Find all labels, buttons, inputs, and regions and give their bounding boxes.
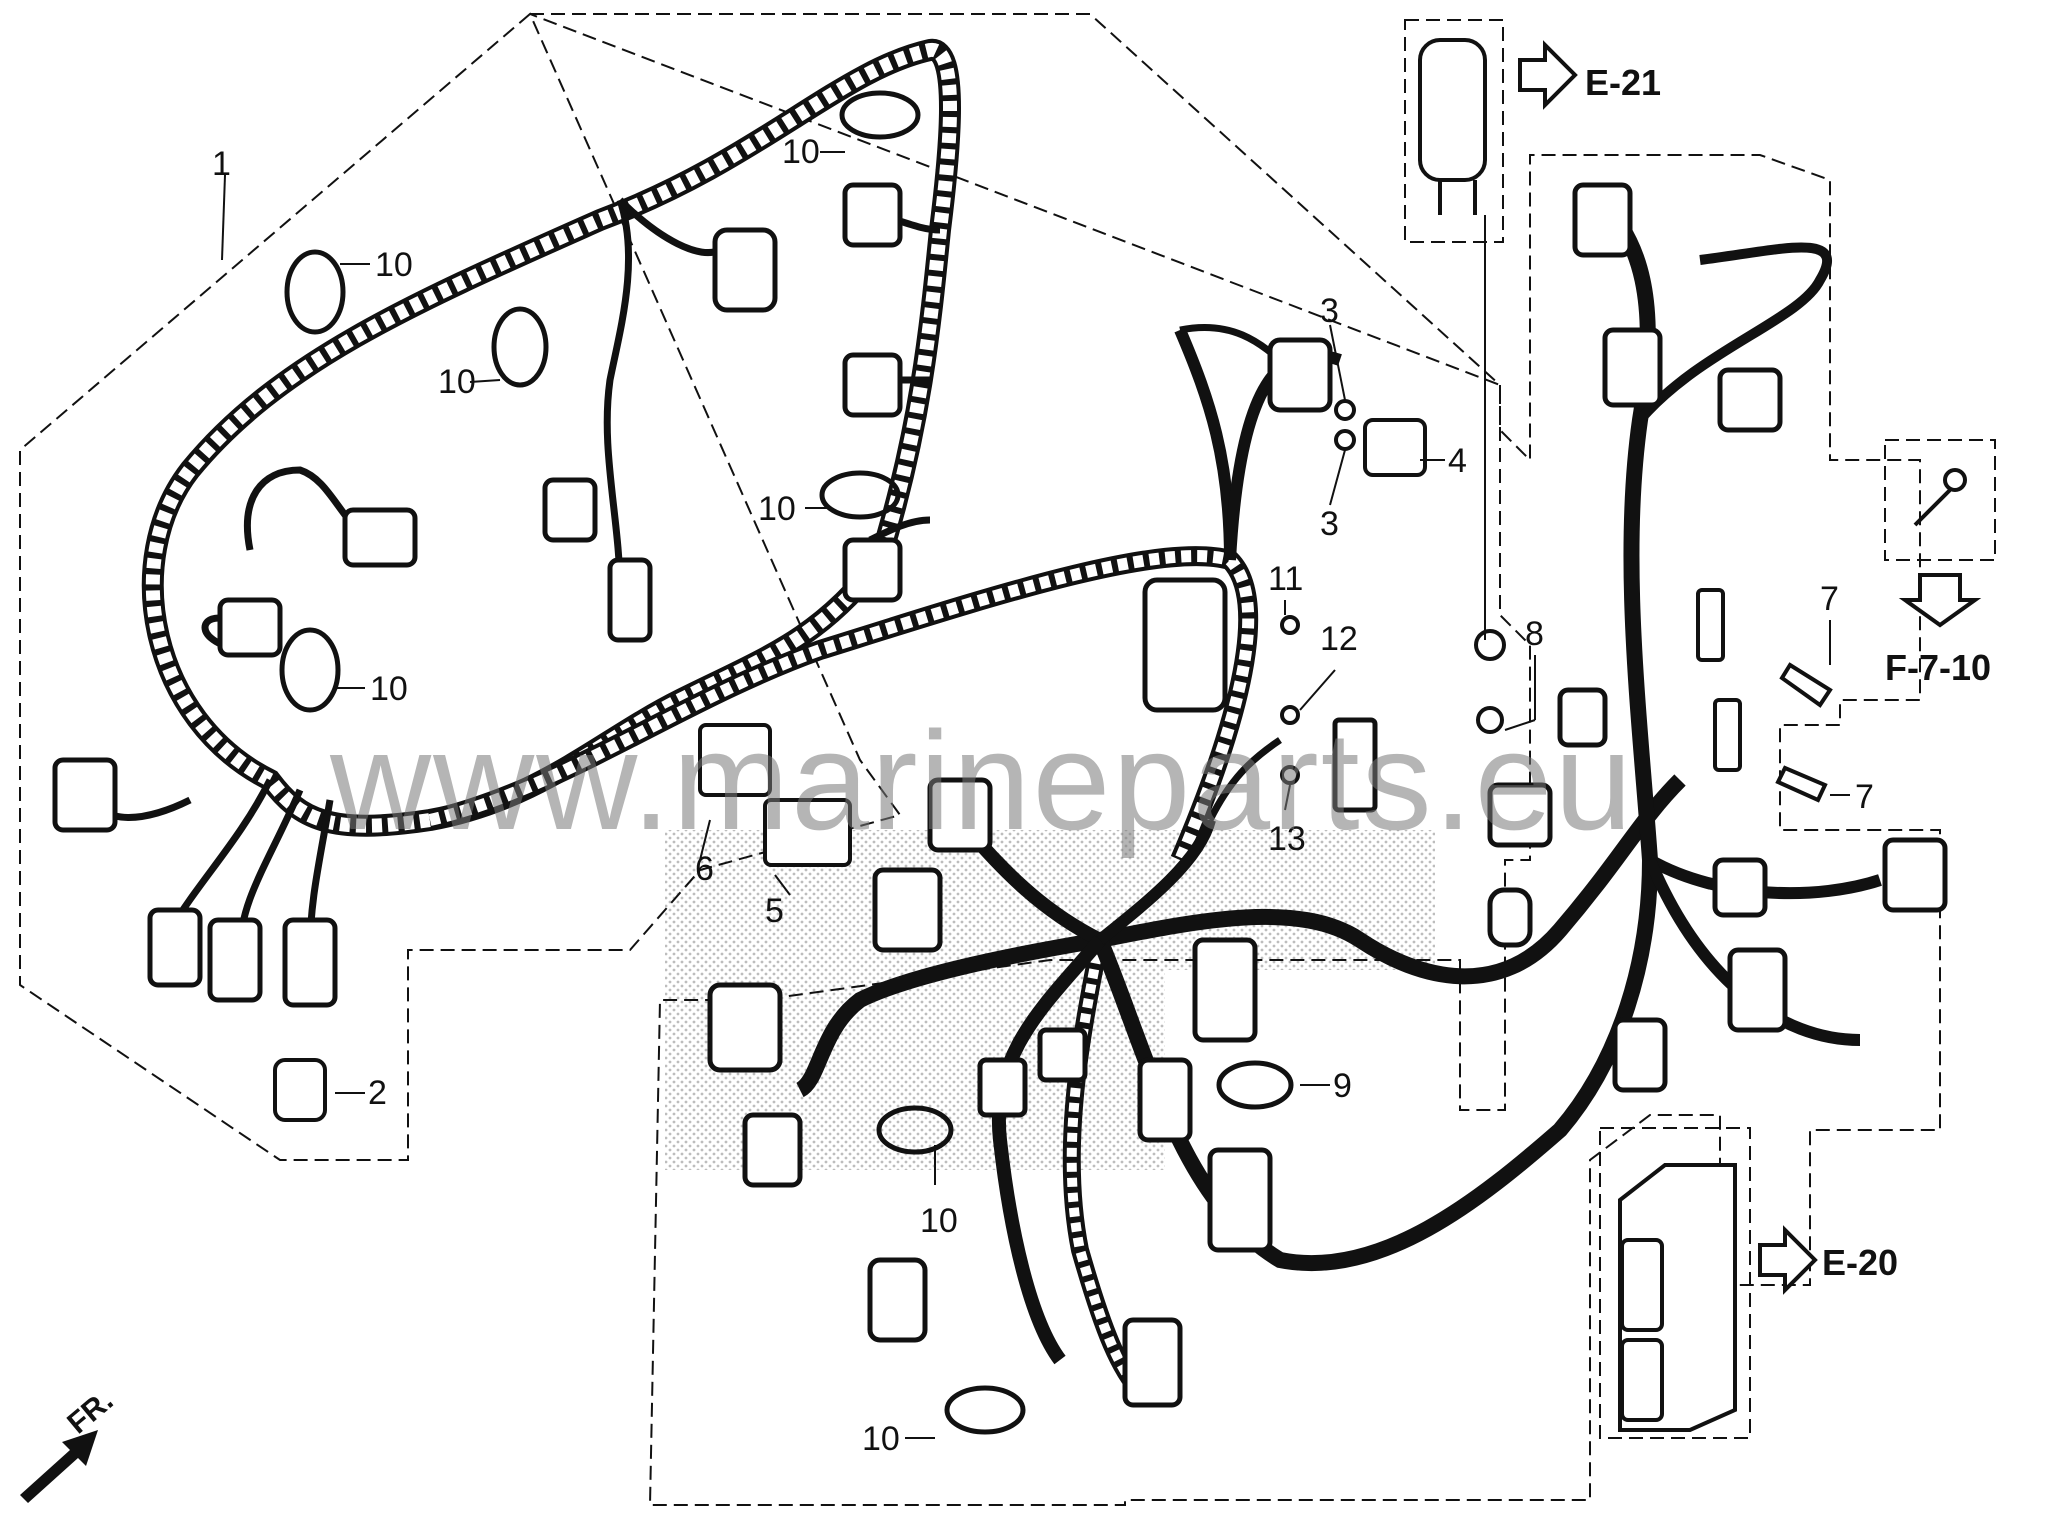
callout-10-e: 10 [370,670,408,708]
ref-f710: F-7-10 [1885,647,1991,688]
callout-1: 1 [212,145,231,183]
e21-component [1418,38,1578,215]
part-6-relay [698,723,772,797]
hardware-parts [273,399,1833,1122]
main-harness-cable [141,39,1259,864]
callout-10-f: 10 [920,1202,958,1240]
callout-9: 9 [1333,1067,1352,1105]
callout-3-bottom: 3 [1320,505,1339,543]
hose-clamps [279,90,1294,1435]
callout-10-g: 10 [862,1420,900,1458]
callout-10-a: 10 [375,246,413,284]
callout-5: 5 [765,892,784,930]
callout-12: 12 [1320,620,1358,658]
part-2-cap [273,1058,327,1122]
callout-7-top: 7 [1820,580,1839,618]
callout-8: 8 [1525,615,1544,653]
callout-11: 11 [1268,560,1303,598]
callout-labels: 1 2 3 3 4 5 6 7 7 8 9 10 10 10 10 10 10 … [212,133,1874,1458]
f710-component [1898,468,1982,628]
callout-3-top: 3 [1320,292,1339,330]
callout-7-bottom: 7 [1855,778,1874,816]
callout-13: 13 [1268,820,1306,858]
front-direction-indicator: FR. [20,1384,120,1503]
e20-component [1618,1163,1818,1432]
callout-10-c: 10 [782,133,820,171]
part-4-relay [1363,418,1427,477]
connectors [52,182,1948,1408]
callout-4: 4 [1448,442,1467,480]
ref-e20: E-20 [1822,1242,1898,1283]
callout-2: 2 [368,1074,387,1112]
watermark-text: www.marineparts.eu [330,702,1635,859]
part-5-connector [763,798,852,867]
front-label: FR. [61,1384,119,1440]
callout-10-b: 10 [438,363,476,401]
leader-lines [221,151,1850,1439]
callout-6: 6 [695,850,714,888]
ref-e21: E-21 [1585,62,1661,103]
callout-10-d: 10 [758,490,796,528]
